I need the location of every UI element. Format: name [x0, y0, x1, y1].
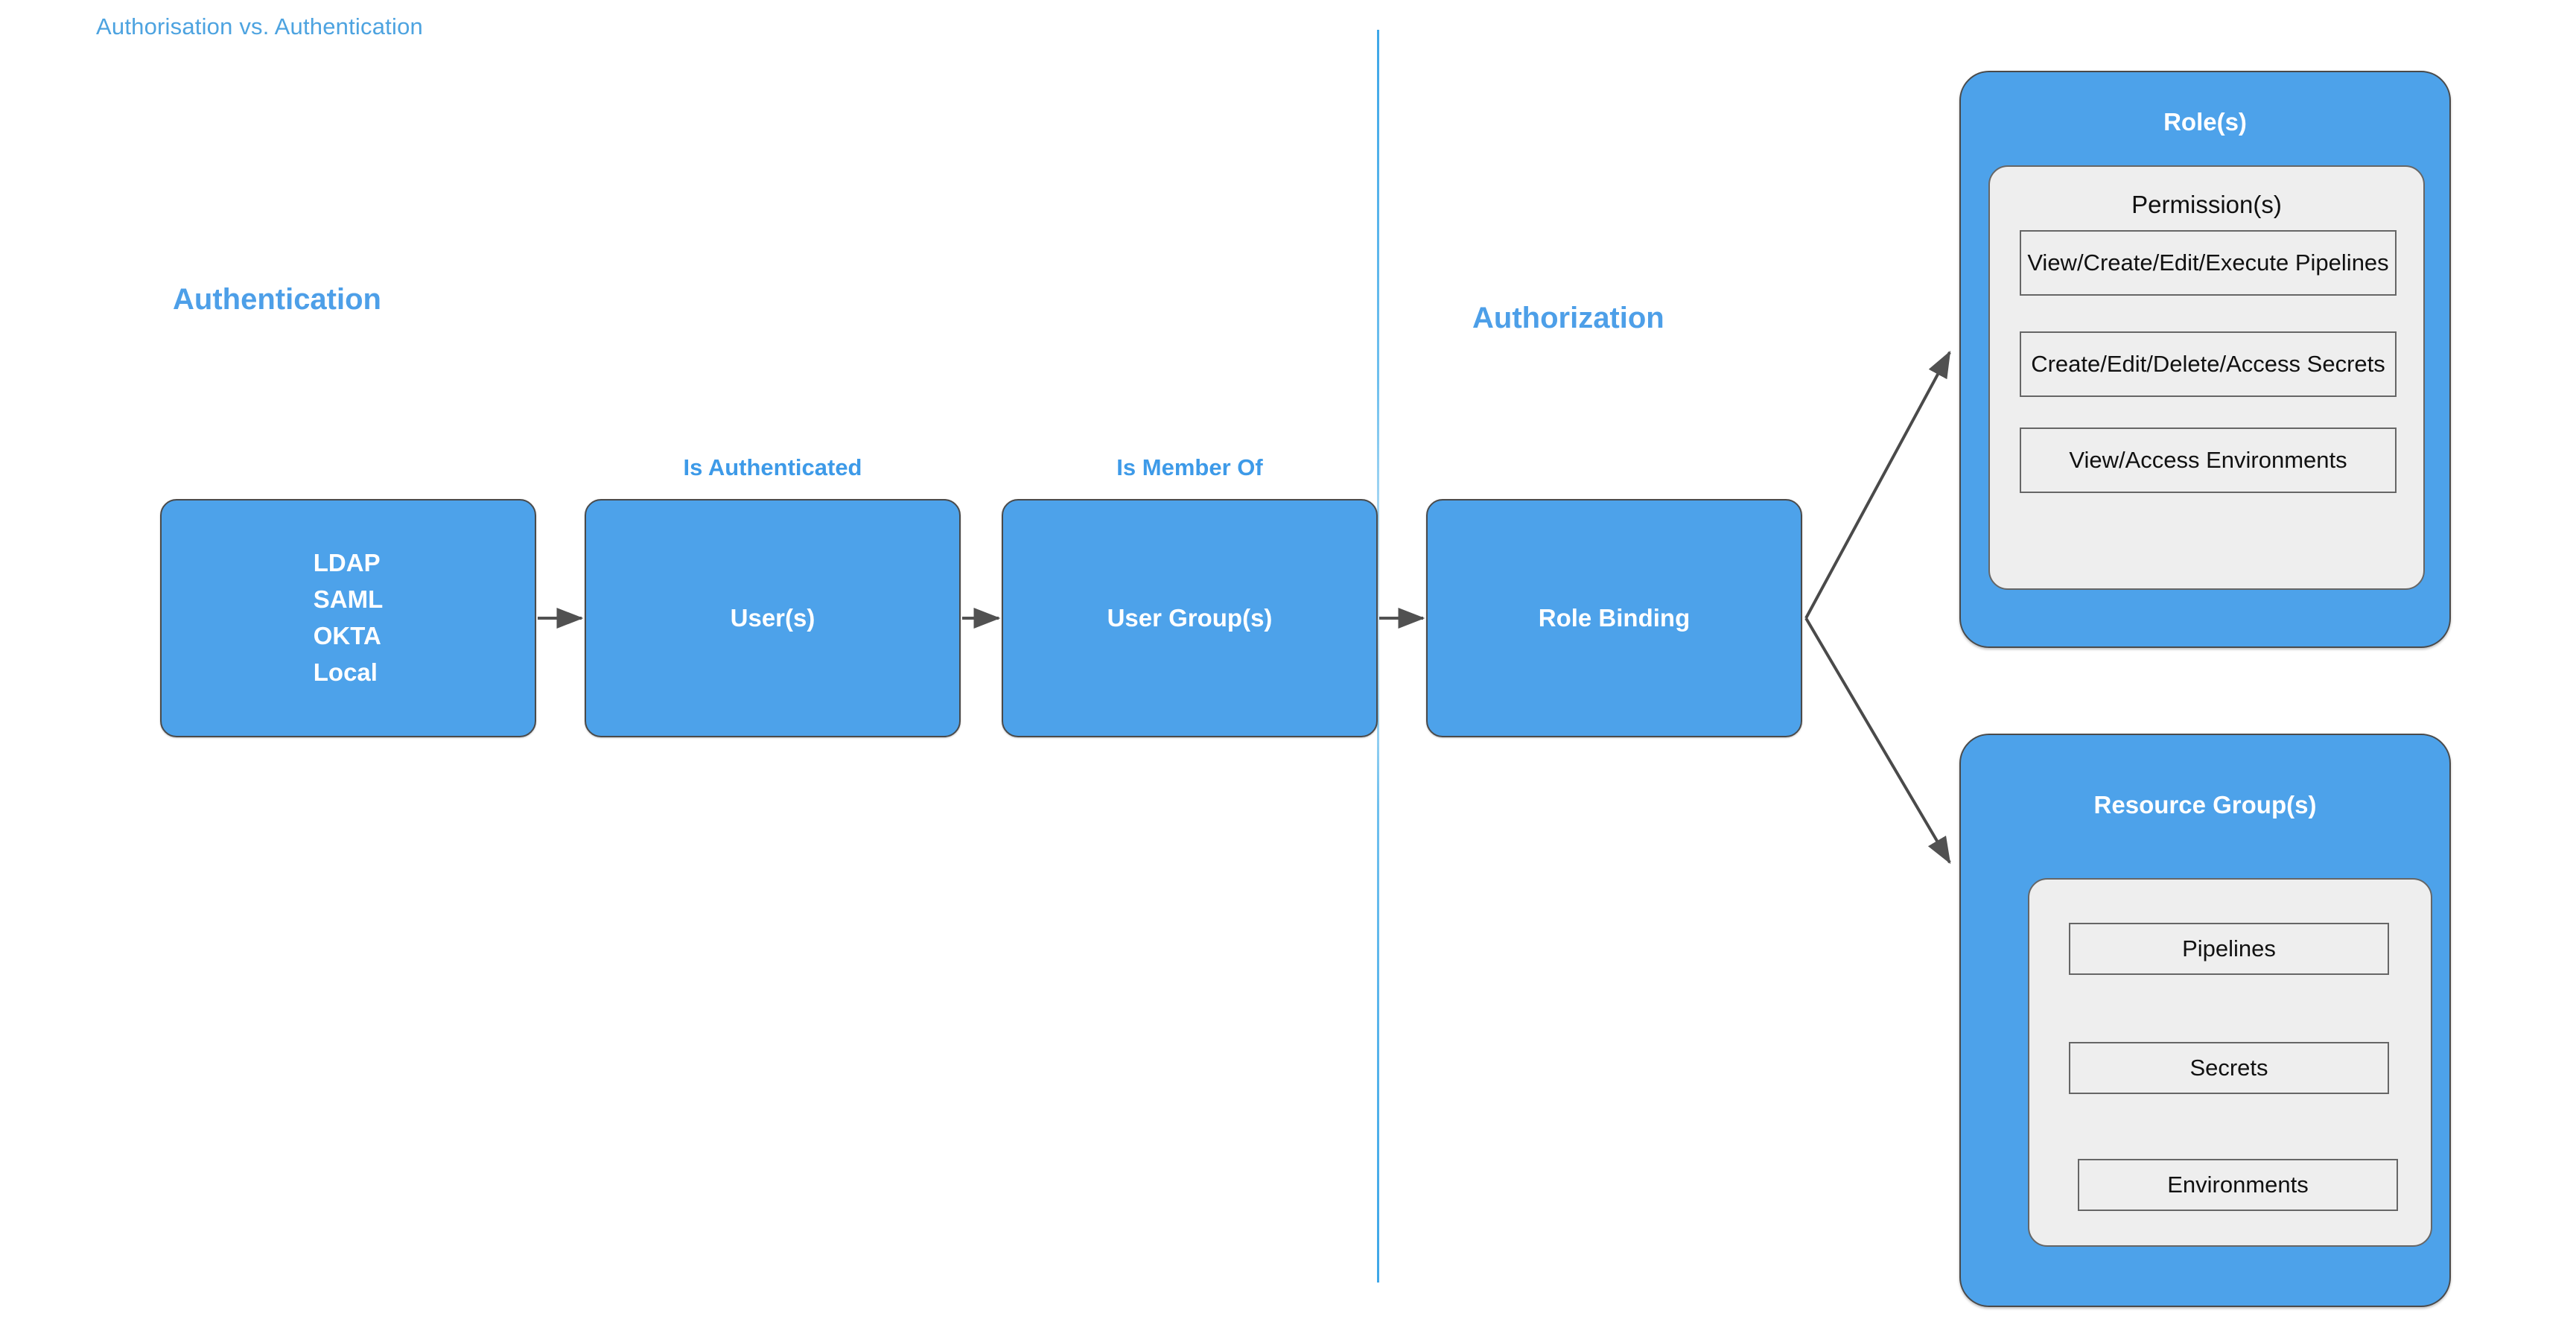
- resource-groups-panel-title: Resource Group(s): [2093, 791, 2317, 819]
- permission-item-environments[interactable]: View/Access Environments: [2020, 428, 2397, 493]
- roles-panel-title: Role(s): [2163, 108, 2247, 136]
- identity-provider-okta: OKTA: [313, 622, 381, 649]
- vertical-divider: [1377, 30, 1379, 1283]
- identity-provider-local: Local: [313, 658, 378, 686]
- permission-item-secrets[interactable]: Create/Edit/Delete/Access Secrets: [2020, 331, 2397, 397]
- permissions-title: Permission(s): [2131, 191, 2282, 218]
- resource-item-pipelines-label: Pipelines: [2182, 935, 2276, 962]
- resource-groups-panel[interactable]: Resource Group(s) Pipelines Secrets Envi…: [1959, 734, 2451, 1307]
- arrow-role-binding-to-resource-groups: [1804, 617, 1951, 865]
- resource-item-environments-label: Environments: [2167, 1172, 2309, 1198]
- page-title: Authorisation vs. Authentication: [96, 13, 423, 39]
- flow-box-role-binding[interactable]: Role Binding: [1426, 499, 1802, 737]
- resources-inner-panel: Pipelines Secrets Environments: [2028, 878, 2432, 1247]
- flow-box-identity-providers[interactable]: LDAP SAML OKTA Local: [160, 499, 536, 737]
- permission-item-pipelines[interactable]: View/Create/Edit/Execute Pipelines: [2020, 230, 2397, 296]
- flow-box-users[interactable]: User(s): [585, 499, 961, 737]
- permission-item-environments-label: View/Access Environments: [2069, 447, 2347, 474]
- flow-box-user-groups[interactable]: User Group(s): [1002, 499, 1378, 737]
- section-heading-authentication: Authentication: [173, 283, 381, 316]
- edge-label-is-member-of: Is Member Of: [1116, 454, 1263, 480]
- arrow-role-binding-to-roles: [1804, 350, 1951, 619]
- flow-box-role-binding-label: Role Binding: [1538, 603, 1691, 632]
- edge-label-is-authenticated: Is Authenticated: [683, 454, 862, 480]
- resource-item-secrets[interactable]: Secrets: [2069, 1042, 2389, 1094]
- resource-item-pipelines[interactable]: Pipelines: [2069, 923, 2389, 975]
- identity-provider-saml: SAML: [313, 585, 384, 614]
- permission-item-secrets-label: Create/Edit/Delete/Access Secrets: [2031, 351, 2385, 378]
- flow-box-user-groups-label: User Group(s): [1107, 603, 1273, 632]
- flow-box-users-label: User(s): [730, 603, 815, 632]
- permissions-inner-panel: Permission(s) View/Create/Edit/Execute P…: [1988, 165, 2425, 590]
- identity-provider-list: LDAP SAML OKTA Local: [314, 545, 384, 690]
- permission-item-pipelines-label: View/Create/Edit/Execute Pipelines: [2027, 250, 2389, 276]
- resource-item-secrets-label: Secrets: [2189, 1055, 2268, 1081]
- identity-provider-ldap: LDAP: [313, 549, 381, 577]
- roles-panel[interactable]: Role(s) Permission(s) View/Create/Edit/E…: [1959, 71, 2451, 648]
- section-heading-authorization: Authorization: [1472, 302, 1664, 334]
- resource-item-environments[interactable]: Environments: [2078, 1159, 2398, 1211]
